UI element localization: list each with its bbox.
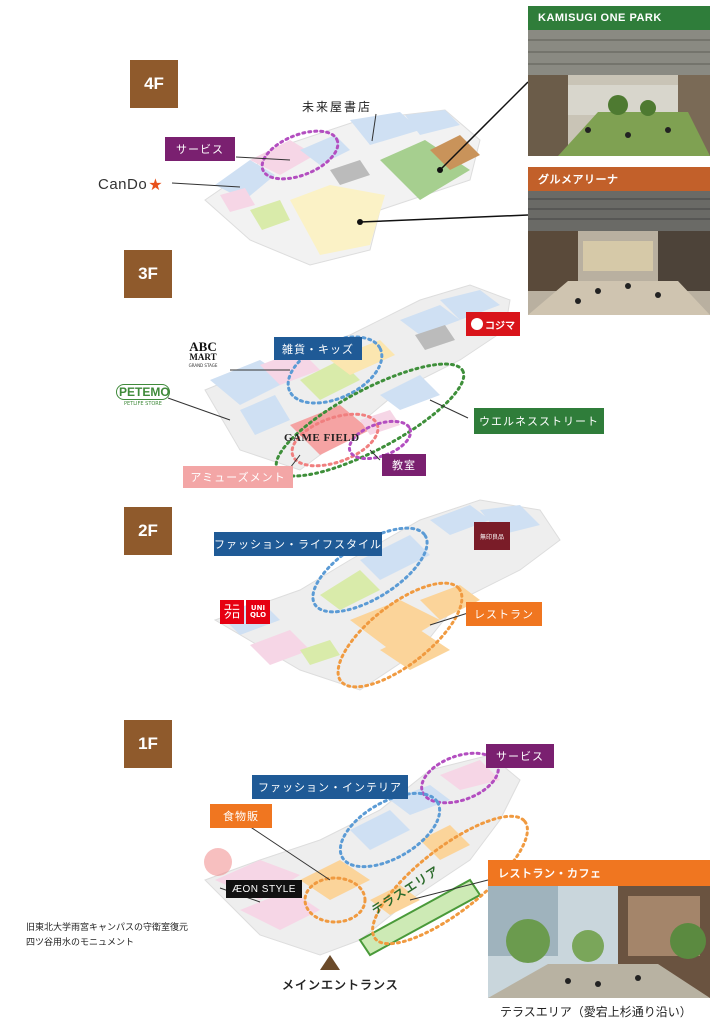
- abc-mart-logo-top: ABC: [189, 339, 217, 354]
- abc-mart-logo-mid: MART: [189, 352, 217, 362]
- floor-4-plan: [171, 81, 529, 266]
- floor-1-plan: [204, 751, 529, 970]
- uniqlo-logo-en: UNIQLO: [246, 600, 270, 624]
- petemo-logo-sub: PETLIFE STORE: [124, 401, 162, 407]
- photo-kamisugi-one-park[interactable]: KAMISUGI ONE PARK: [528, 6, 710, 156]
- 1f-food-label[interactable]: 食物販: [210, 804, 272, 828]
- floor-2-plan: [213, 499, 561, 691]
- 2f-restaurant-label[interactable]: レストラン: [466, 602, 542, 626]
- 1f-fashion-interior-label[interactable]: ファッション・インテリア: [252, 775, 408, 799]
- photo-title-restcafe: レストラン・カフェ: [488, 860, 710, 886]
- 3f-wellness-street-label[interactable]: ウエルネスストリート: [474, 408, 604, 434]
- 3f-amusement-label[interactable]: アミューズメント: [183, 466, 293, 488]
- star-icon: ★: [148, 175, 163, 194]
- uniqlo-logo-jp: ユニクロ: [220, 600, 244, 624]
- photo-title-gourmet: グルメアリーナ: [528, 167, 710, 191]
- petemo-logo[interactable]: PETEMO PETLIFE STORE: [116, 384, 170, 407]
- main-entrance-label[interactable]: メインエントランス: [282, 978, 399, 992]
- monument-line-2: 四ツ谷用水のモニュメント: [26, 938, 135, 948]
- photo-title-park: KAMISUGI ONE PARK: [528, 6, 710, 30]
- cando-logo[interactable]: CanDo ★: [98, 175, 163, 194]
- monument-line-1: 旧東北大学雨宮キャンパスの守衛室復元: [26, 923, 189, 933]
- gourmet-illustration: [528, 191, 710, 315]
- park-illustration: [528, 30, 710, 156]
- kojima-logo-text: コジマ: [485, 320, 515, 332]
- kojima-logo-icon: [471, 318, 483, 330]
- muji-logo[interactable]: 無印良品: [474, 522, 510, 550]
- photo-gourmet-arena[interactable]: グルメアリーナ: [528, 167, 710, 315]
- floor-badge-1f[interactable]: 1F: [124, 720, 172, 768]
- terrace-illustration: [488, 886, 710, 998]
- photo-terrace-area[interactable]: レストラン・カフェ: [488, 860, 710, 998]
- 2f-fashion-lifestyle-label[interactable]: ファッション・ライフスタイル: [214, 532, 382, 556]
- 4f-bookstore-label[interactable]: 未来屋書店: [302, 100, 373, 114]
- 3f-zakka-kids-label[interactable]: 雑貨・キッズ: [274, 337, 362, 360]
- abc-mart-logo[interactable]: ABC MART GRAND STAGE: [180, 340, 226, 368]
- 3f-classroom-label[interactable]: 教室: [382, 454, 426, 476]
- floor-badge-2f[interactable]: 2F: [124, 507, 172, 555]
- 4f-service-label[interactable]: サービス: [165, 137, 235, 161]
- aeon-style-logo[interactable]: ÆON STYLE: [226, 880, 302, 898]
- cando-logo-text: CanDo: [98, 176, 148, 193]
- 3f-game-field-label[interactable]: GAME FIELD: [284, 432, 360, 444]
- floor-3-plan: [167, 284, 511, 478]
- floor-badge-3f[interactable]: 3F: [124, 250, 172, 298]
- floor-badge-4f[interactable]: 4F: [130, 60, 178, 108]
- kojima-logo[interactable]: コジマ: [466, 312, 520, 336]
- terrace-caption: テラスエリア（愛宕上杉通り沿い）: [500, 1005, 692, 1019]
- uniqlo-logo[interactable]: ユニクロ UNIQLO: [220, 600, 270, 624]
- 1f-service-label[interactable]: サービス: [486, 744, 554, 768]
- abc-mart-logo-sub: GRAND STAGE: [188, 363, 218, 368]
- petemo-logo-text: PETEMO: [116, 384, 170, 400]
